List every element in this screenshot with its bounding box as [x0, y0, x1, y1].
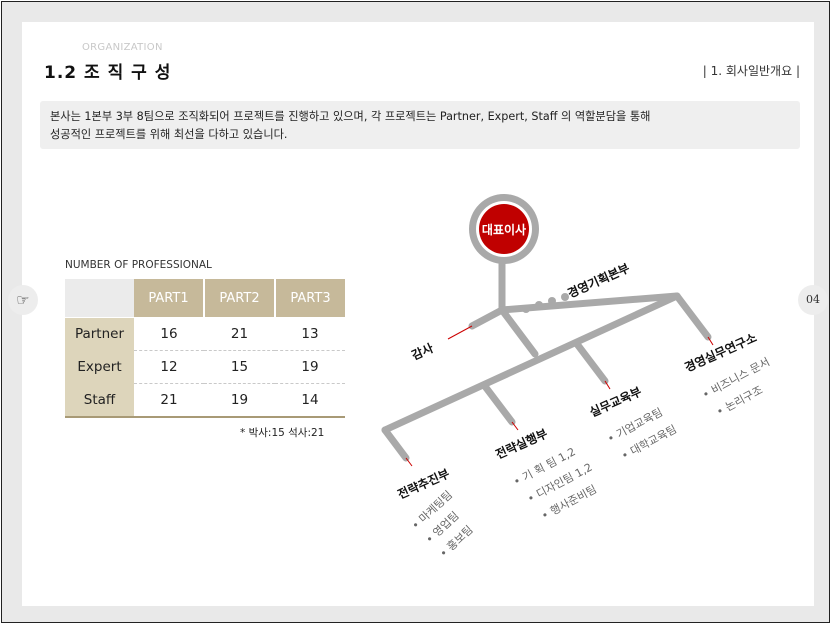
table-cell: 14: [275, 383, 345, 418]
table-cell: 19: [204, 383, 275, 418]
table-row: Staff 21 19 14: [65, 383, 345, 418]
audit-label: 감사: [409, 340, 435, 363]
table-cell: 16: [134, 317, 204, 351]
table-cell: 21: [204, 317, 275, 351]
hand-pointing-icon[interactable]: ☞: [8, 285, 38, 315]
table-cell: 21: [134, 383, 204, 418]
ceo-label: 대표이사: [482, 222, 526, 237]
table-row: Expert 12 15 19: [65, 350, 345, 384]
row-label-expert: Expert: [65, 350, 134, 384]
professional-table-caption: NUMBER OF PROFESSIONAL: [65, 259, 212, 271]
professional-table: PART1 PART2 PART3 Partner 16 21 13 Exper…: [65, 279, 345, 418]
column-header-part2: PART2: [203, 279, 275, 318]
page-number: 04: [798, 285, 828, 315]
section-eyebrow: ORGANIZATION: [82, 42, 163, 53]
accent-ticks: [405, 325, 714, 467]
table-corner-cell: [65, 279, 134, 318]
dept-label-practical-education: 실무교육부: [587, 384, 644, 420]
slide-page: ORGANIZATION 1.2 조 직 구 성 | 1. 회사일반개요 | 본…: [22, 22, 814, 606]
hq-dots: [522, 293, 569, 313]
intro-box: 본사는 1본부 3부 8팀으로 조직화되어 프로젝트를 진행하고 있으며, 각 …: [40, 101, 800, 149]
table-cell: 15: [204, 350, 275, 384]
table-row: Partner 16 21 13: [65, 317, 345, 351]
column-header-part1: PART1: [134, 279, 204, 318]
row-label-partner: Partner: [65, 317, 134, 351]
hq-label: 경영기획본부: [565, 260, 632, 301]
ceo-node: [479, 204, 529, 254]
table-cell: 12: [134, 350, 204, 384]
org-connector-lines: [381, 253, 712, 462]
table-footnote: * 박사:15 석사:21: [240, 427, 325, 439]
breadcrumb: | 1. 회사일반개요 |: [702, 64, 800, 78]
intro-line-1: 본사는 1본부 3부 8팀으로 조직화되어 프로젝트를 진행하고 있으며, 각 …: [50, 110, 651, 123]
column-header-part3: PART3: [274, 279, 345, 318]
intro-line-2: 성공적인 프로젝트를 위해 최선을 다하고 있습니다.: [50, 128, 288, 141]
table-cell: 13: [275, 317, 345, 351]
dept-label-strategy-execution: 전략실행부: [493, 426, 550, 462]
table-cell: 19: [275, 350, 345, 384]
row-label-staff: Staff: [65, 383, 134, 418]
page-title: 1.2 조 직 구 성: [44, 63, 172, 83]
